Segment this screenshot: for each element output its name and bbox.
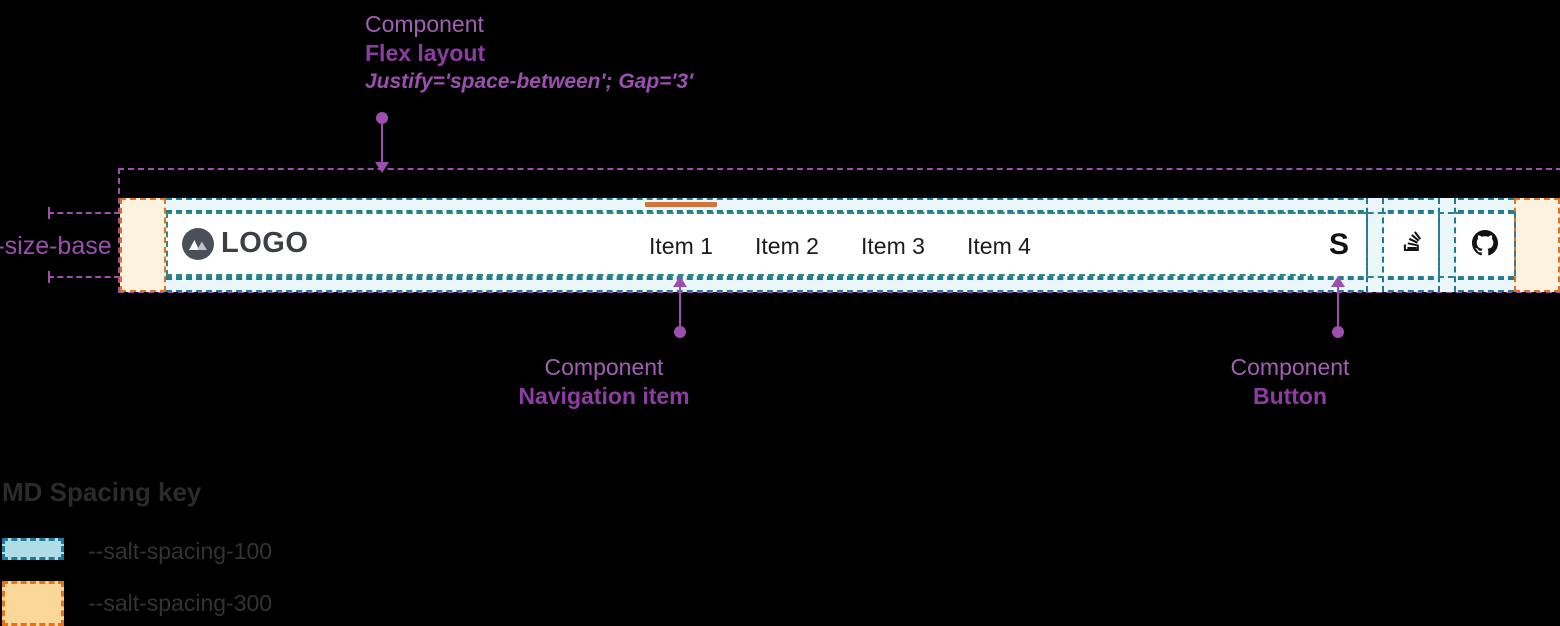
- annotation-component-name: Flex layout: [365, 40, 486, 67]
- spacing-100-strip-bottom: [166, 278, 1514, 292]
- stackoverflow-icon: [1398, 230, 1424, 261]
- salt-s-icon: S: [1328, 228, 1349, 261]
- spacing-100-label: --salt-spacing-100: [88, 538, 273, 564]
- annotation-button: Component Button: [1180, 353, 1400, 412]
- spacing-100-strip-top: [166, 198, 1514, 212]
- spacing-key-title: MD Spacing key: [2, 477, 202, 507]
- measure-tick-bottom: [48, 276, 120, 280]
- spacing-300-pad-left: [120, 198, 166, 292]
- leader-dot: [1332, 326, 1344, 338]
- size-base-label: --size-base: [0, 232, 112, 260]
- leader-line-flex-layout: [374, 112, 390, 174]
- annotation-flex-layout: Component Flex layout Justify='space-bet…: [365, 10, 693, 96]
- github-icon: [1472, 229, 1498, 261]
- leader-shaft: [1337, 286, 1339, 330]
- action-rule-right: [1514, 212, 1516, 276]
- spacing-300-label: --salt-spacing-300: [88, 590, 273, 616]
- annotation-kind-label: Component: [544, 354, 664, 380]
- leader-arrowhead: [1331, 276, 1345, 287]
- content-rule-bottom: [166, 276, 1514, 278]
- nav-item-3[interactable]: Item 3: [861, 233, 925, 259]
- logo-wordmark: LOGO: [221, 227, 309, 259]
- spacing-300-swatch: [2, 581, 64, 626]
- leader-shaft: [381, 118, 383, 164]
- github-button[interactable]: [1456, 214, 1514, 276]
- leader-line-navigation-item: [672, 276, 688, 338]
- mountain-logo-icon: [182, 227, 214, 260]
- annotation-component-name: Navigation item: [518, 383, 690, 410]
- nav-active-indicator: [645, 202, 717, 207]
- leader-line-button: [1330, 276, 1346, 338]
- annotation-kind-label: Component: [1230, 354, 1350, 380]
- action-rule-3: [1438, 212, 1440, 276]
- measure-tick-top: [48, 212, 120, 216]
- annotation-navigation-item: Component Navigation item: [480, 353, 728, 412]
- measure-endcap-top: [48, 207, 50, 219]
- leader-arrowhead: [673, 276, 687, 287]
- leader-dot: [674, 326, 686, 338]
- spacing-100-swatch: [2, 538, 64, 560]
- leader-shaft: [679, 286, 681, 330]
- annotation-component-name: Button: [1252, 383, 1328, 410]
- leader-arrowhead: [375, 162, 389, 173]
- measure-endcap-bottom: [48, 271, 50, 283]
- annotation-props: Justify='space-between'; Gap='3': [365, 69, 694, 93]
- nav-item-4[interactable]: Item 4: [967, 233, 1031, 259]
- header-bar: LOGO Item 1 Item 2 Item 3 Item 4 S: [120, 198, 1560, 292]
- salt-button[interactable]: S: [1312, 214, 1366, 276]
- action-rule-left: [1366, 212, 1368, 276]
- annotation-kind-label: Component: [365, 11, 484, 37]
- spacing-300-pad-right: [1514, 198, 1560, 292]
- logo[interactable]: LOGO: [182, 227, 308, 260]
- nav-item-2[interactable]: Item 2: [755, 233, 819, 259]
- stackoverflow-button[interactable]: [1384, 214, 1438, 276]
- nav-item-1[interactable]: Item 1: [649, 233, 713, 259]
